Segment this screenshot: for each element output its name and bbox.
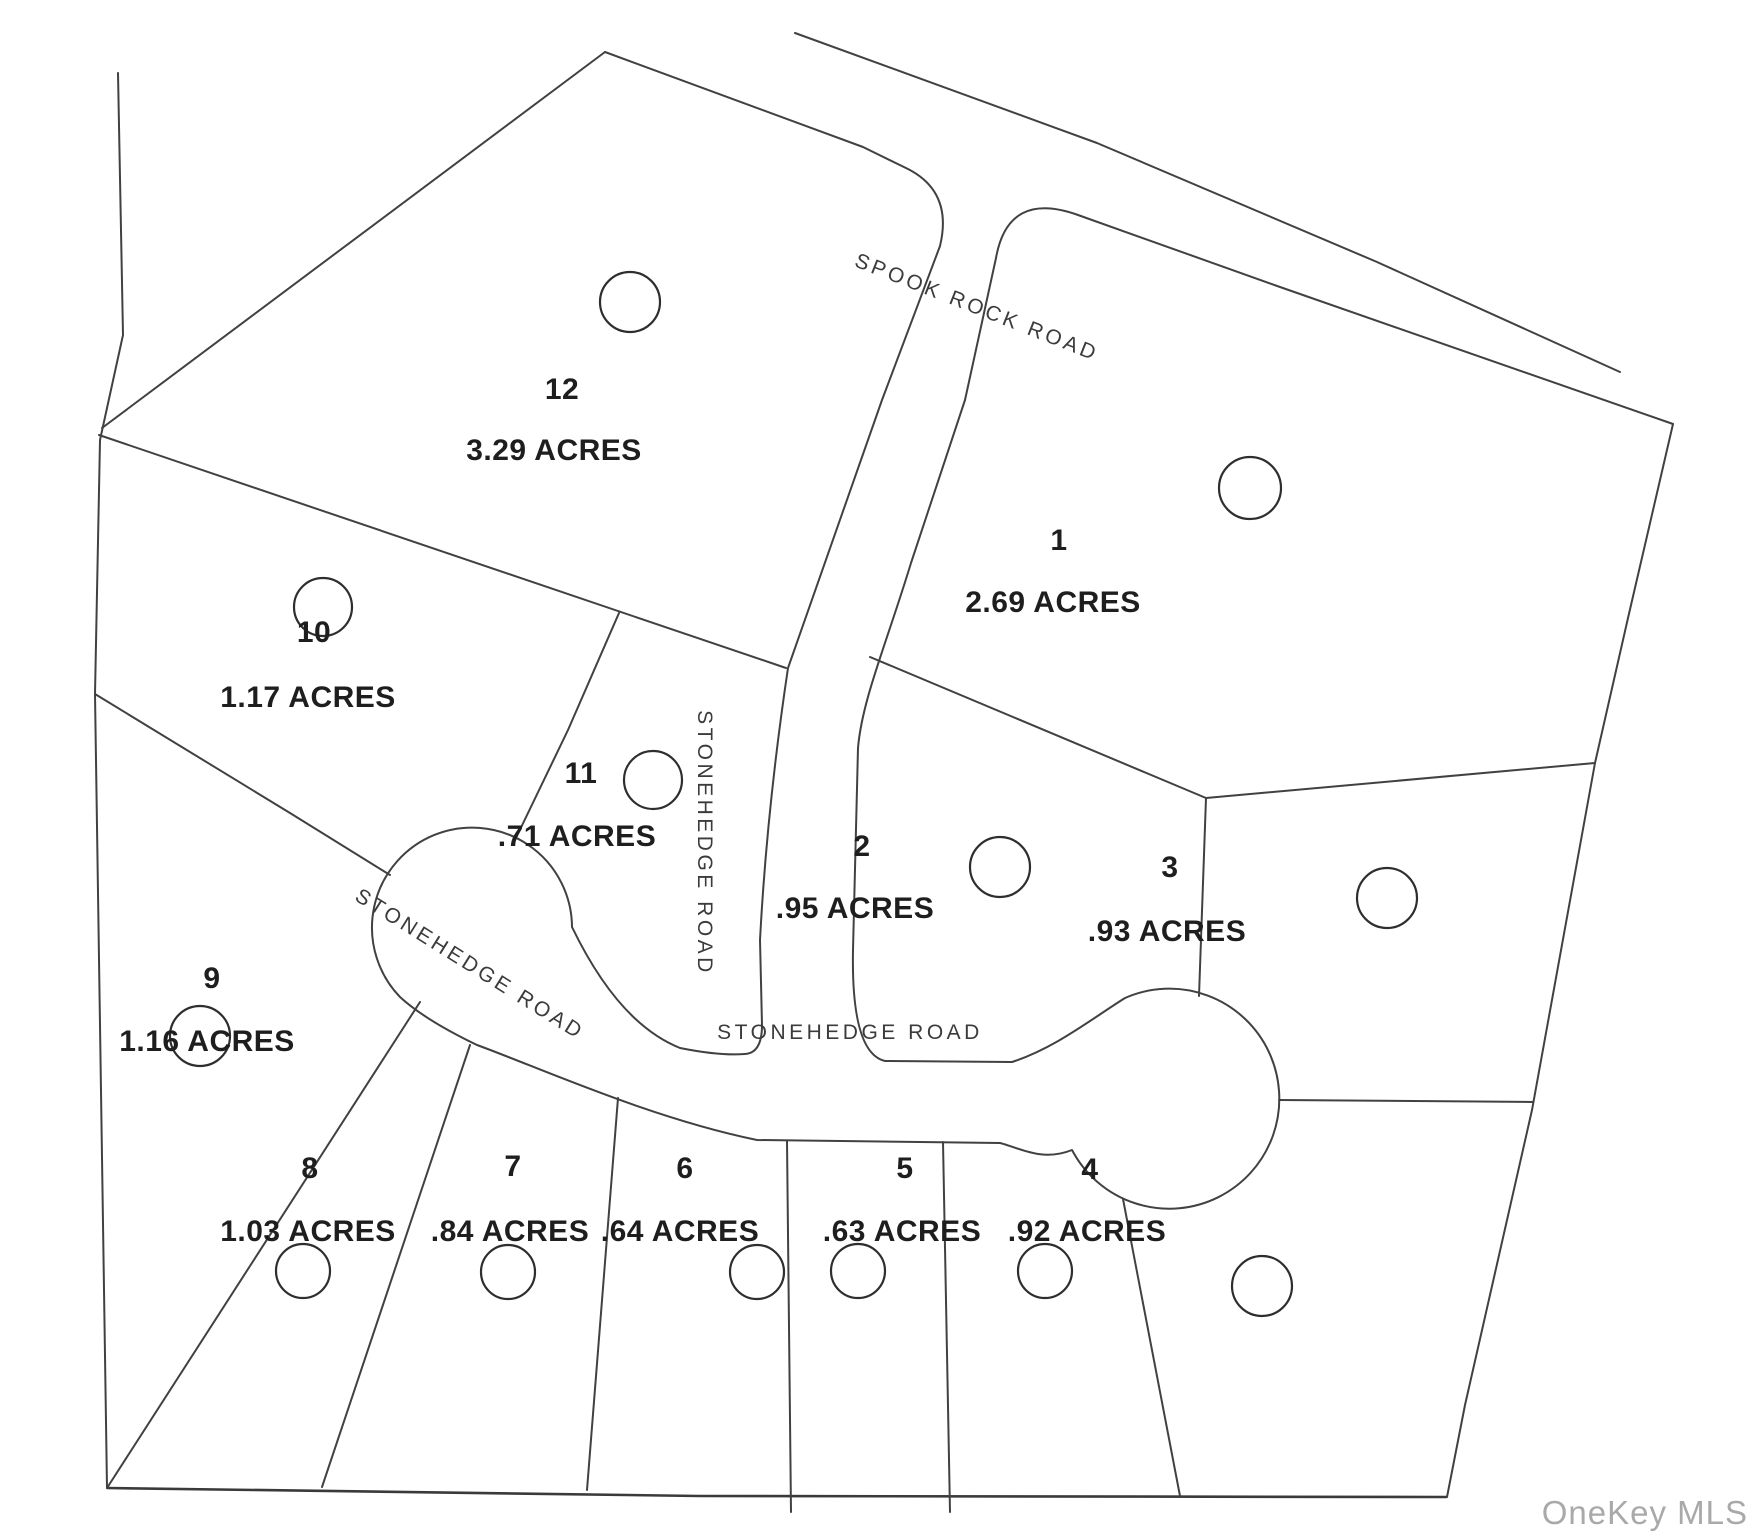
lot-11-number-label: 11: [565, 757, 598, 790]
lot-4-marker-circle: [1016, 1242, 1074, 1300]
lot-8-acreage-label: 1.03 ACRES: [220, 1215, 396, 1248]
linework: [94, 32, 1674, 1513]
lot-12-marker-circle: [598, 270, 662, 334]
lot-4-acreage-label: .92 ACRES: [1008, 1215, 1166, 1248]
lot-6-marker-circle: [728, 1243, 786, 1301]
lot-12-acreage-label: 3.29 ACRES: [466, 434, 642, 467]
lot-8-marker-circle: [274, 1242, 332, 1300]
boundary-bottom: [106, 1486, 1448, 1499]
lot2-lot3-boundary: [1198, 797, 1207, 997]
lot-4-number-label: 4: [1081, 1153, 1098, 1186]
culdesac-east-property-line: [1278, 1099, 1534, 1103]
lot-7-marker-circle: [479, 1243, 537, 1301]
lot4-lot5-boundary: [942, 1141, 951, 1513]
lot-5-marker-circle: [829, 1242, 887, 1300]
lot1-lot3-boundary: [1205, 762, 1596, 799]
lot-5-acreage-label: .63 ACRES: [823, 1215, 981, 1248]
lot-1-acreage-label: 2.69 ACRES: [965, 586, 1141, 619]
lot-7-acreage-label: .84 ACRES: [431, 1215, 589, 1248]
lot12-west-boundary: [101, 51, 606, 429]
lot7-lot8-boundary: [321, 1044, 471, 1488]
lot-labels: 12 3.29 ACRES 1 2.69 ACRES 10 1.17 ACRES…: [119, 373, 1246, 1248]
lot-3-acreage-label: .93 ACRES: [1088, 915, 1246, 948]
lot-2-marker-circle: [968, 835, 1032, 899]
lot-2-number-label: 2: [853, 830, 870, 863]
lot-8-number-label: 8: [301, 1152, 318, 1185]
lot12-lot10-boundary: [98, 434, 787, 669]
lot-10-number-label: 10: [297, 616, 331, 649]
stonehedge-road-label-vertical: STONEHEDGE ROAD: [693, 710, 716, 976]
lot-3-number-label: 3: [1161, 851, 1178, 884]
lot-3-marker-circle: [1355, 866, 1419, 930]
lot-12-number-label: 12: [545, 373, 579, 406]
lot5-lot6-boundary: [786, 1140, 792, 1513]
lot-markers: [168, 270, 1419, 1318]
lot-1-marker-circle: [1217, 455, 1283, 521]
stonehedge-road-label-horizontal: STONEHEDGE ROAD: [717, 1021, 983, 1044]
lot-10-marker-circle: [292, 576, 354, 638]
spook-rock-road-upper-edge: [794, 32, 1621, 373]
lot-1-number-label: 1: [1050, 524, 1067, 557]
lot-11-acreage-label: .71 ACRES: [498, 820, 656, 853]
road-network-outline: [371, 51, 1674, 1210]
boundary-left: [94, 72, 124, 1489]
lot-9-acreage-label: 1.16 ACRES: [119, 1025, 295, 1058]
lot-5-number-label: 5: [896, 1152, 913, 1185]
lot-6-acreage-label: .64 ACRES: [601, 1215, 759, 1248]
lot10-lot11-boundary: [514, 612, 620, 841]
lot6-lot7-boundary: [586, 1097, 619, 1491]
lot9-lot10-boundary: [94, 693, 391, 876]
lot4-east-boundary: [1122, 1198, 1181, 1497]
lot1-south-boundary: [869, 656, 1207, 799]
stonehedge-road-label-loop: STONEHEDGE ROAD: [351, 884, 588, 1044]
lot-10-acreage-label: 1.17 ACRES: [220, 681, 396, 714]
lot-6-number-label: 6: [676, 1152, 693, 1185]
lot-7-number-label: 7: [504, 1150, 521, 1183]
onekey-mls-watermark: OneKey MLS: [1542, 1494, 1748, 1531]
lot-9-marker-circle: [168, 1004, 232, 1068]
lot-11-marker-circle: [622, 749, 684, 811]
adjacent-lot-marker-circle: [1230, 1254, 1294, 1318]
lot8-lot9-boundary: [106, 1001, 421, 1489]
boundary-right: [1446, 423, 1674, 1498]
lot-2-acreage-label: .95 ACRES: [776, 892, 934, 925]
lot-9-number-label: 9: [203, 962, 220, 995]
